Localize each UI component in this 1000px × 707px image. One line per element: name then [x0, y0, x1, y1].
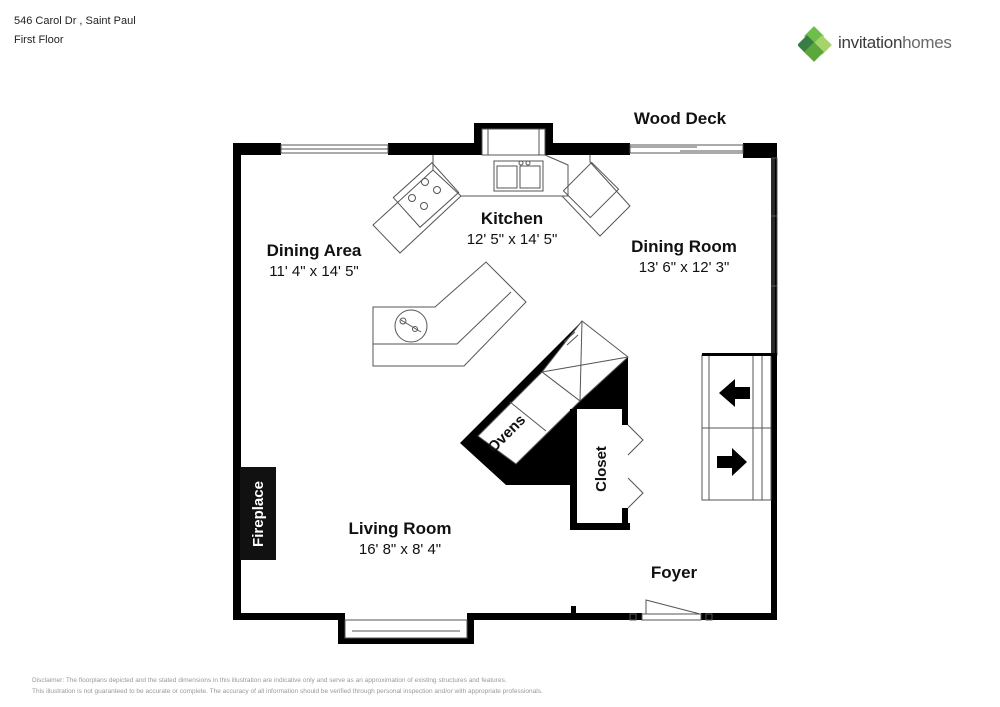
brand-word-1: invitation	[838, 33, 903, 52]
exterior-walls	[233, 123, 777, 644]
stairs-up-arrow-icon	[719, 379, 750, 407]
fireplace-block	[240, 467, 276, 560]
dining-room-dims: 13' 6" x 12' 3"	[639, 259, 730, 276]
ovens-and-pantry	[460, 320, 629, 485]
windows	[280, 128, 778, 639]
stairs-down-arrow-icon	[717, 448, 747, 476]
front-door	[629, 599, 713, 621]
kitchen-counter	[372, 154, 631, 254]
kitchen-island	[372, 261, 527, 367]
brand-logo: invitationhomes	[797, 26, 978, 62]
brand-word-2: homes	[902, 33, 952, 52]
brand-name: invitationhomes	[838, 33, 952, 53]
floor-label: First Floor	[14, 34, 64, 46]
stairs	[701, 353, 777, 501]
sliding-door	[629, 144, 744, 154]
house-diamond-logo-icon	[797, 26, 832, 62]
dining-room-label: Dining Room	[631, 237, 737, 256]
fireplace-label: Fireplace	[250, 481, 267, 547]
dining-area-label: Dining Area	[267, 241, 362, 260]
wood-deck-label: Wood Deck	[634, 109, 727, 128]
disclaimer-line-1: Disclaimer: The floorplans depicted and …	[32, 677, 507, 684]
closet-label: Closet	[593, 446, 610, 492]
disclaimer-line-2: This illustration is not guaranteed to b…	[32, 688, 543, 695]
living-room-label: Living Room	[349, 519, 452, 538]
kitchen-label: Kitchen	[481, 209, 543, 228]
address-text: 546 Carol Dr , Saint Paul	[14, 15, 136, 27]
foyer-label: Foyer	[651, 563, 698, 582]
closet	[570, 409, 644, 530]
kitchen-dims: 12' 5" x 14' 5"	[467, 231, 558, 248]
dining-area-dims: 11' 4" x 14' 5"	[269, 263, 359, 280]
living-room-dims: 16' 8" x 8' 4"	[359, 541, 441, 558]
